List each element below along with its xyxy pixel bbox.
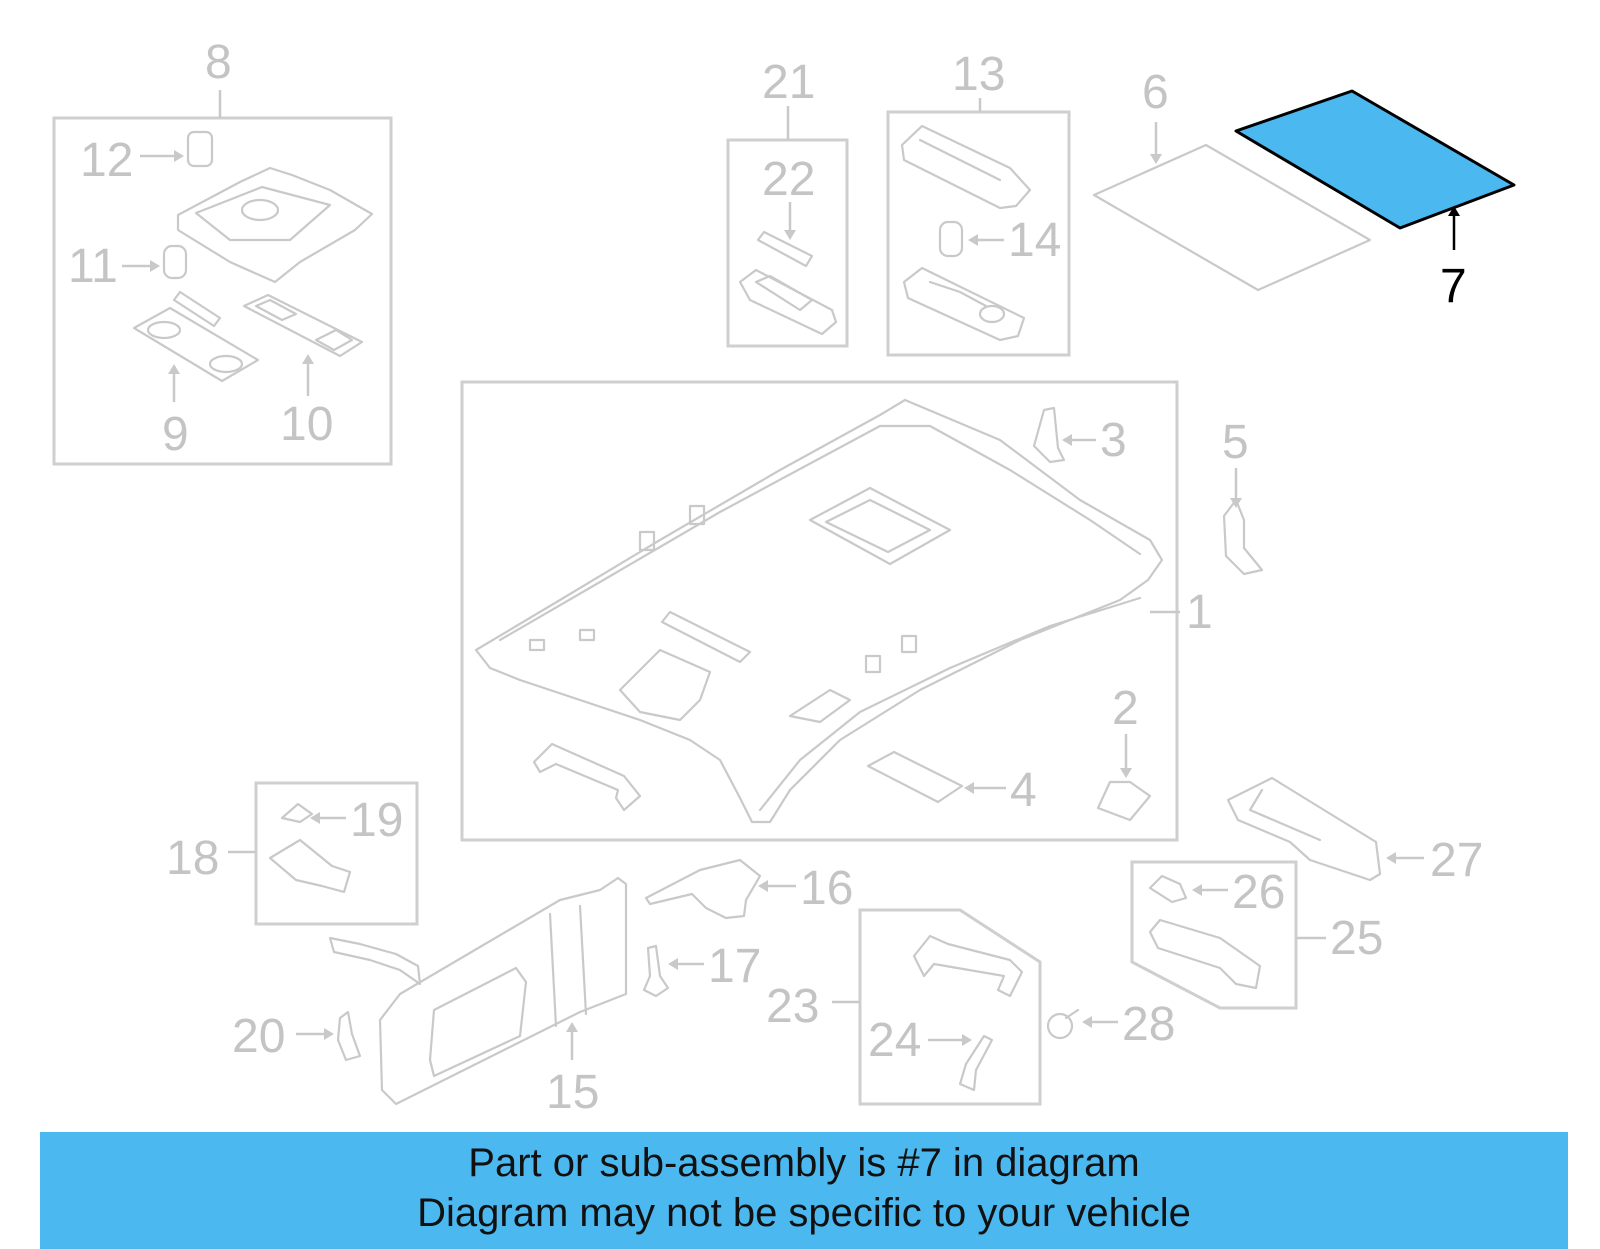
lamp-cover-13 xyxy=(900,124,1032,210)
cover-27 xyxy=(1226,776,1382,882)
sunshade-6 xyxy=(1092,143,1372,292)
callout-18: 18 xyxy=(166,832,219,885)
lens-10 xyxy=(242,293,364,358)
bracket-3 xyxy=(1032,406,1066,464)
group-box-8 xyxy=(52,116,393,466)
callout-19: 19 xyxy=(350,794,403,847)
screw-20 xyxy=(336,1010,362,1062)
callout-8: 8 xyxy=(205,36,232,89)
grab-handle-23 xyxy=(912,934,1024,998)
clip-18 xyxy=(268,838,352,894)
callout-1: 1 xyxy=(1186,586,1213,639)
screw-17 xyxy=(642,944,670,998)
bolt-24 xyxy=(958,1034,994,1092)
group-box-23 xyxy=(858,908,1042,1106)
callout-23: 23 xyxy=(766,980,819,1033)
callout-28: 28 xyxy=(1122,998,1175,1051)
clip-26 xyxy=(1148,874,1188,904)
part-7-shape xyxy=(1234,89,1516,230)
clip-19 xyxy=(280,802,314,824)
lamp-lens-14 xyxy=(902,266,1026,342)
bulb-12 xyxy=(186,130,214,168)
callout-25: 25 xyxy=(1330,912,1383,965)
callout-9: 9 xyxy=(162,408,189,461)
bulb-22 xyxy=(756,230,814,268)
callout-13: 13 xyxy=(952,48,1005,101)
screw-28 xyxy=(1046,1008,1080,1040)
callout-7: 7 xyxy=(1440,260,1467,313)
callout-5: 5 xyxy=(1222,416,1249,469)
clip-2 xyxy=(1096,780,1152,822)
part-7-highlighted xyxy=(1234,89,1516,230)
callout-3: 3 xyxy=(1100,414,1127,467)
callout-26: 26 xyxy=(1232,866,1285,919)
visor-arm xyxy=(328,936,422,986)
banner-line-1: Part or sub-assembly is #7 in diagram xyxy=(468,1141,1140,1185)
lens-9 xyxy=(132,306,260,383)
parts-diagram: 8 12 11 9 10 21 22 13 14 6 7 xyxy=(52,36,1516,1119)
lamp-21 xyxy=(738,268,838,336)
group-box-25 xyxy=(1130,860,1298,1010)
group-box-13 xyxy=(886,110,1071,357)
bracket-25 xyxy=(1148,918,1262,990)
callout-4: 4 xyxy=(1010,764,1037,817)
bulb-11 xyxy=(162,244,188,280)
bulb-14 xyxy=(938,220,964,258)
callout-15: 15 xyxy=(546,1066,599,1119)
banner-line-2: Diagram may not be specific to your vehi… xyxy=(417,1191,1191,1235)
callout-17: 17 xyxy=(708,940,761,993)
callout-27: 27 xyxy=(1430,834,1483,887)
info-banner: Part or sub-assembly is #7 in diagram Di… xyxy=(40,1132,1568,1249)
group-box-18 xyxy=(254,781,419,926)
callout-16: 16 xyxy=(800,862,853,915)
callout-12: 12 xyxy=(80,134,133,187)
callout-10: 10 xyxy=(280,398,333,451)
callout-11: 11 xyxy=(68,240,118,293)
callout-6: 6 xyxy=(1142,66,1169,119)
callout-20: 20 xyxy=(232,1010,285,1063)
callout-2: 2 xyxy=(1112,682,1139,735)
sun-visor-15 xyxy=(378,876,628,1106)
callout-14: 14 xyxy=(1008,214,1061,267)
callout-22: 22 xyxy=(762,153,815,206)
map-lamp-housing xyxy=(176,166,374,284)
callout-21: 21 xyxy=(762,56,815,109)
pad-4 xyxy=(866,750,964,804)
headliner-1 xyxy=(474,398,1164,824)
holder-16 xyxy=(644,858,762,920)
callout-24: 24 xyxy=(868,1014,921,1067)
trim-5 xyxy=(1222,498,1264,576)
handle-bar xyxy=(532,742,642,812)
bulb-socket xyxy=(172,290,222,328)
